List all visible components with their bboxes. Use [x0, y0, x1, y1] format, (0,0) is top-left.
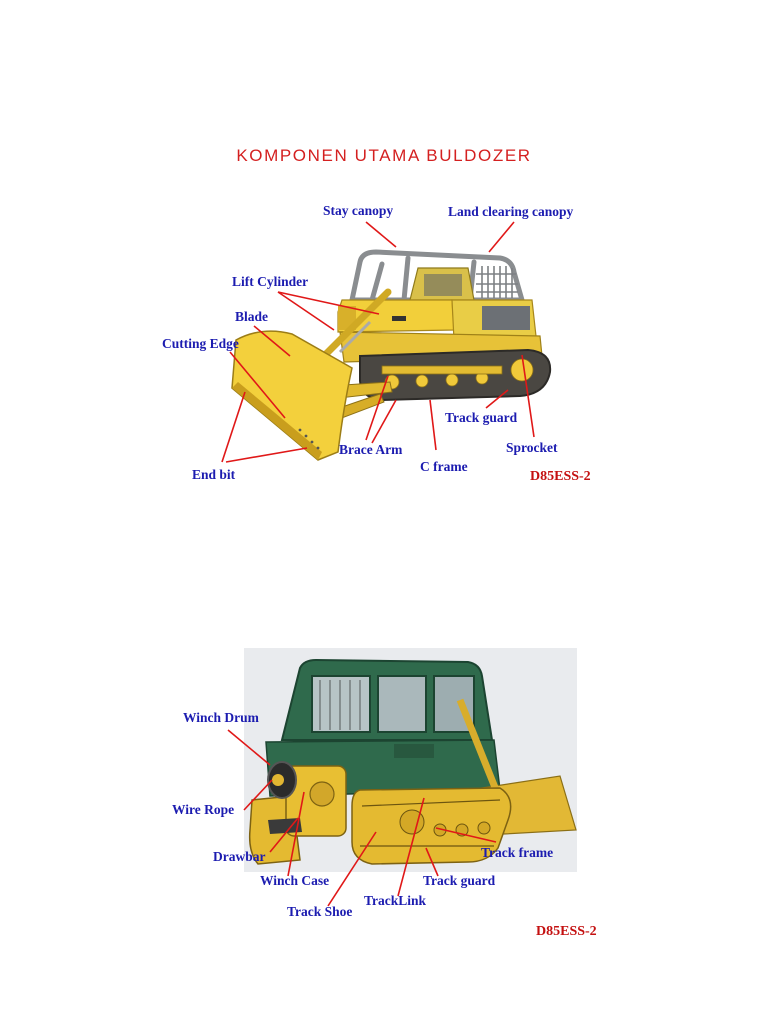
- label-winch-drum: Winch Drum: [183, 710, 259, 725]
- label-end-bit: End bit: [192, 467, 236, 482]
- blade-part: [231, 330, 353, 461]
- label-brace-arm: Brace Arm: [339, 442, 403, 457]
- label-c-frame: C frame: [420, 459, 468, 474]
- label-stay-canopy: Stay canopy: [323, 203, 394, 218]
- model-code-2: D85ESS-2: [536, 924, 597, 939]
- label-lift-cylinder: Lift Cylinder: [232, 274, 309, 289]
- page-title: KOMPONEN UTAMA BULDOZER: [236, 146, 532, 165]
- rear-track-right: [351, 787, 512, 865]
- label-track-guard-2: Track guard: [423, 873, 496, 888]
- lift-cylinder-part: [314, 288, 392, 366]
- label-drawbar: Drawbar: [213, 849, 266, 864]
- label-track-shoe: Track Shoe: [287, 904, 353, 919]
- label-track-frame: Track frame: [481, 845, 554, 860]
- label-winch-case: Winch Case: [260, 873, 330, 888]
- label-blade: Blade: [235, 309, 269, 324]
- label-tracklink: TrackLink: [364, 893, 427, 908]
- leader-lines-1: [221, 221, 535, 463]
- label-land-clearing-canopy: Land clearing canopy: [448, 204, 574, 219]
- model-code-1: D85ESS-2: [530, 469, 591, 484]
- label-track-guard: Track guard: [445, 410, 518, 425]
- canopy-grille: [476, 266, 518, 298]
- label-wire-rope: Wire Rope: [172, 802, 235, 817]
- label-cutting-edge: Cutting Edge: [162, 336, 239, 351]
- leader-lines-2: [227, 729, 497, 907]
- label-sprocket: Sprocket: [506, 440, 558, 455]
